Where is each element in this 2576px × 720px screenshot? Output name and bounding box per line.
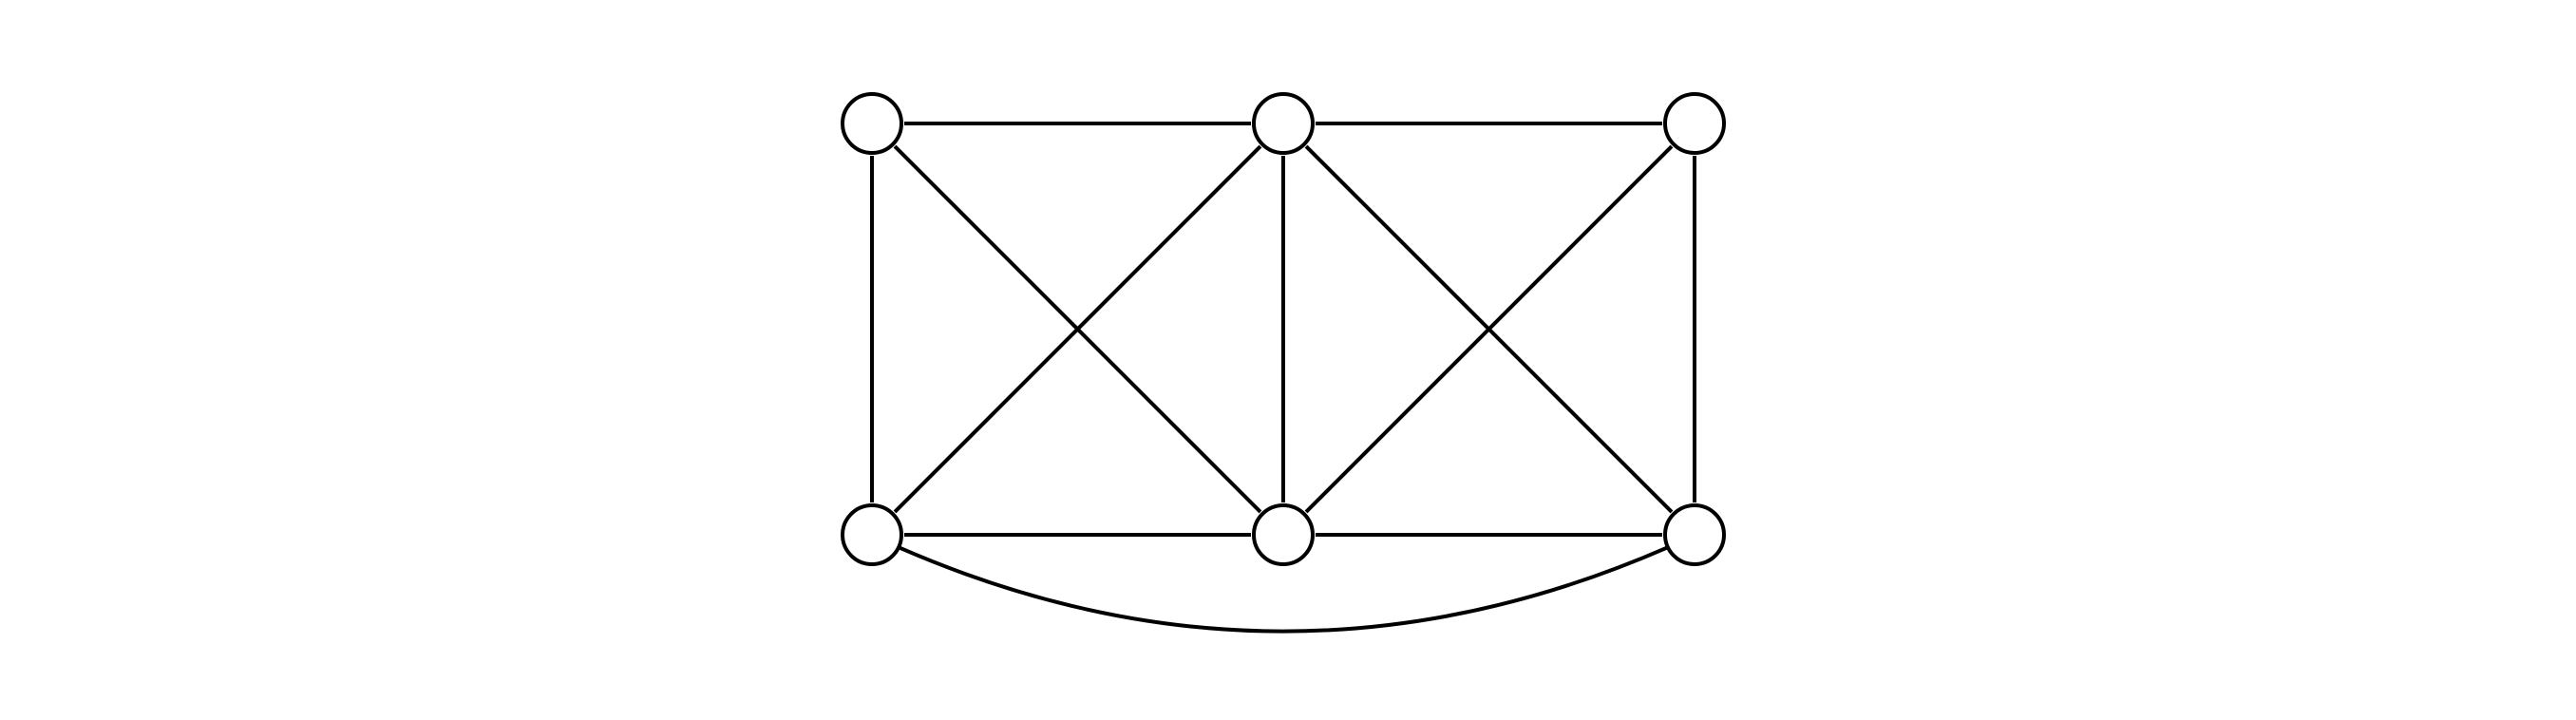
edge-n4-n6 bbox=[898, 545, 1669, 634]
edge-n2-n4 bbox=[893, 144, 1262, 514]
node-top-middle bbox=[1252, 92, 1315, 155]
node-bottom-right bbox=[1663, 503, 1726, 566]
node-layer bbox=[841, 92, 1726, 566]
node-bottom-left bbox=[841, 503, 903, 566]
node-top-left bbox=[841, 92, 903, 155]
edge-layer bbox=[870, 122, 1696, 634]
node-top-right bbox=[1663, 92, 1726, 155]
edge-n3-n5 bbox=[1304, 144, 1674, 514]
node-bottom-middle bbox=[1252, 503, 1315, 566]
